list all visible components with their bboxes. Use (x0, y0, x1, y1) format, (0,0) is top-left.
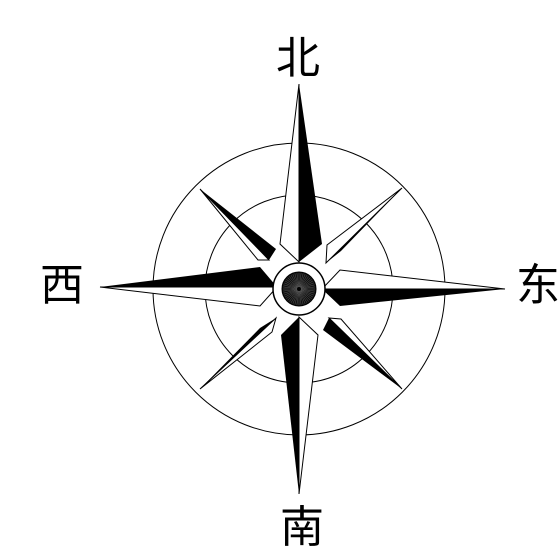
center-hub (273, 263, 325, 315)
south-arrow (281, 317, 318, 494)
southeast-arrow (323, 318, 402, 389)
northeast-arrow (326, 188, 402, 263)
south-label: 南 (280, 506, 324, 550)
northwest-arrow (200, 189, 276, 260)
west-label: 西 (40, 264, 84, 308)
west-arrow (100, 267, 277, 306)
north-arrow (280, 84, 322, 262)
north-label: 北 (276, 37, 320, 81)
east-arrow (322, 270, 505, 306)
east-label: 东 (516, 264, 559, 308)
southwest-arrow (200, 318, 276, 389)
